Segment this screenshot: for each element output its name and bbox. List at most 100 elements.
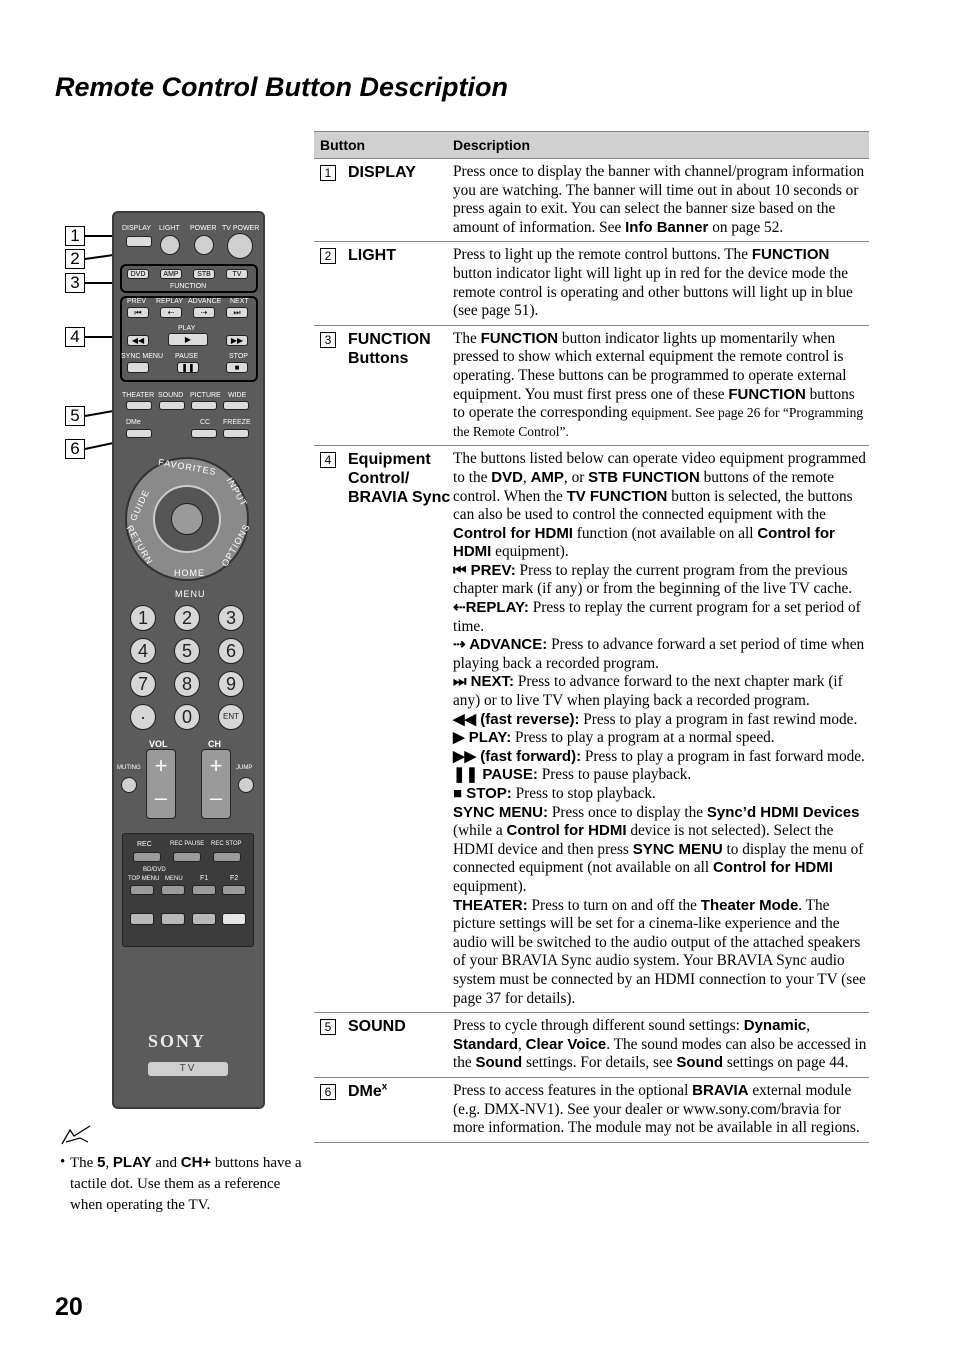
key-2[interactable]: 2 <box>174 605 200 631</box>
rec-stop-button[interactable] <box>213 852 241 862</box>
prev-button[interactable]: ⏮ <box>127 307 149 318</box>
next-button[interactable]: ⏭ <box>226 307 248 318</box>
tv-badge: TV <box>148 1062 228 1076</box>
next-icon: ⏭ <box>233 308 241 317</box>
color-button-2[interactable] <box>161 913 185 925</box>
pause-icon: ❚❚ <box>453 766 483 784</box>
color-button-1[interactable] <box>130 913 154 925</box>
callout-6: 6 <box>65 439 85 459</box>
bd-dvd-label: BD/DVD <box>143 867 166 873</box>
muting-button[interactable] <box>121 777 137 793</box>
home-label: HOME <box>174 568 205 578</box>
f2-button[interactable] <box>222 885 246 895</box>
key-5[interactable]: 5 <box>174 638 200 664</box>
jump-button[interactable] <box>238 777 254 793</box>
cc-button[interactable] <box>191 429 217 438</box>
row-number: 1 <box>320 165 336 181</box>
remote-illustration: 1 2 3 4 5 6 DISPLAY LIGHT POWER TV POWER… <box>60 205 310 1115</box>
picture-label: PICTURE <box>190 392 221 399</box>
fast-forward-icon: ▶▶ <box>453 747 481 765</box>
enter-button[interactable] <box>171 503 203 535</box>
volume-rocker[interactable]: +– <box>146 749 176 819</box>
f1-label: F1 <box>200 875 209 882</box>
light-button[interactable] <box>160 235 180 255</box>
row-number: 6 <box>320 1083 336 1100</box>
rec-pause-button[interactable] <box>173 852 201 862</box>
sync-menu-label: SYNC MENU <box>121 353 164 360</box>
key-7[interactable]: 7 <box>130 671 156 697</box>
display-button[interactable] <box>126 236 152 247</box>
sound-button[interactable] <box>159 401 185 410</box>
cc-label: CC <box>200 419 211 426</box>
channel-rocker[interactable]: +– <box>201 749 231 819</box>
key-0[interactable]: 0 <box>174 704 200 730</box>
replay-button[interactable]: ⇠ <box>160 307 182 318</box>
page-title: Remote Control Button Description <box>55 72 508 102</box>
ch-label: CH <box>208 739 221 749</box>
key-1[interactable]: 1 <box>130 605 156 631</box>
row-number: 4 <box>320 452 336 469</box>
top-menu-button[interactable] <box>130 885 154 895</box>
wide-label: WIDE <box>228 392 247 399</box>
key-6[interactable]: 6 <box>218 638 244 664</box>
fast-forward-button[interactable]: ▶▶ <box>226 335 248 346</box>
color-button-3[interactable] <box>192 913 216 925</box>
prev-label: PREV <box>127 298 147 305</box>
vol-label: VOL <box>149 739 168 749</box>
page-number: 20 <box>55 1293 83 1321</box>
dme-button[interactable] <box>126 429 152 438</box>
superscript: x <box>381 1081 388 1093</box>
rec-button[interactable] <box>133 852 161 862</box>
row-button-name: LIGHT <box>348 247 396 265</box>
function-label: FUNCTION <box>170 283 207 290</box>
note-icon <box>60 1124 94 1151</box>
next-icon: ⏭ <box>453 673 471 691</box>
dvd-button[interactable]: DVD <box>127 269 149 279</box>
row-button-name: Equipment Control/ BRAVIA Sync <box>348 451 451 507</box>
rec-stop-label: REC STOP <box>211 841 242 847</box>
key-9[interactable]: 9 <box>218 671 244 697</box>
key-dot[interactable]: · <box>130 704 156 730</box>
f2-label: F2 <box>230 875 239 882</box>
light-label: LIGHT <box>159 225 180 232</box>
stop-button[interactable]: ■ <box>226 362 248 373</box>
next-label: NEXT <box>230 298 249 305</box>
header-description: Description <box>453 137 531 153</box>
key-3[interactable]: 3 <box>218 605 244 631</box>
pause-button[interactable]: ❚❚ <box>177 362 199 373</box>
f1-button[interactable] <box>192 885 216 895</box>
rewind-button[interactable]: ◀◀ <box>127 335 149 346</box>
color-button-4[interactable] <box>222 913 246 925</box>
freeze-button[interactable] <box>223 429 249 438</box>
stb-button[interactable]: STB <box>193 269 215 279</box>
row-button-name: SOUND <box>348 1018 406 1036</box>
top-menu-label: TOP MENU <box>128 876 160 882</box>
replay-label: REPLAY <box>156 298 184 305</box>
rewind-icon: ◀◀ <box>453 710 481 728</box>
key-ent[interactable]: ENT <box>218 704 244 730</box>
advance-icon: ⇢ <box>200 308 208 317</box>
play-button[interactable]: ▶ <box>168 333 208 346</box>
stop-icon: ■ <box>234 363 240 372</box>
callout-3: 3 <box>65 273 85 293</box>
key-8[interactable]: 8 <box>174 671 200 697</box>
rec-label: REC <box>137 841 152 848</box>
rec-pause-label: REC PAUSE <box>170 841 205 847</box>
picture-button[interactable] <box>191 401 217 410</box>
tv-button[interactable]: TV <box>226 269 248 279</box>
row-number: 2 <box>320 248 336 265</box>
function-highlight <box>120 264 258 293</box>
tv-power-button[interactable] <box>227 233 253 259</box>
sync-menu-button[interactable] <box>127 362 149 373</box>
theater-button[interactable] <box>126 401 152 410</box>
power-button[interactable] <box>194 235 214 255</box>
amp-button[interactable]: AMP <box>160 269 182 279</box>
key-4[interactable]: 4 <box>130 638 156 664</box>
play-label: PLAY <box>178 325 196 332</box>
bd-menu-button[interactable] <box>161 885 185 895</box>
advance-button[interactable]: ⇢ <box>193 307 215 318</box>
wide-button[interactable] <box>223 401 249 410</box>
